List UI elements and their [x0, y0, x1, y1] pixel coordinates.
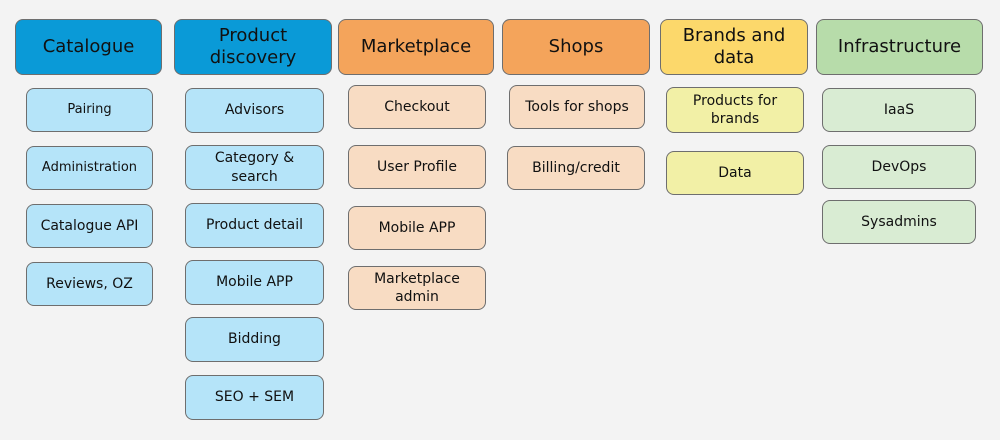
item-devops: DevOps [822, 145, 976, 189]
item-data: Data [666, 151, 804, 195]
item-bidding: Bidding [185, 317, 324, 362]
item-user-profile: User Profile [348, 145, 486, 189]
item-mobile-app-discovery: Mobile APP [185, 260, 324, 305]
column-header-marketplace: Marketplace [338, 19, 494, 75]
column-header-product-discovery: Product discovery [174, 19, 332, 75]
item-catalogue-api: Catalogue API [26, 204, 153, 248]
item-mobile-app-marketplace: Mobile APP [348, 206, 486, 250]
item-seo-sem: SEO + SEM [185, 375, 324, 420]
column-header-infrastructure: Infrastructure [816, 19, 983, 75]
item-iaas: IaaS [822, 88, 976, 132]
item-product-detail: Product detail [185, 203, 324, 248]
item-checkout: Checkout [348, 85, 486, 129]
item-tools-for-shops: Tools for shops [509, 85, 645, 129]
item-administration: Administration [26, 146, 153, 190]
item-advisors: Advisors [185, 88, 324, 133]
item-sysadmins: Sysadmins [822, 200, 976, 244]
item-products-for-brands: Products for brands [666, 87, 804, 133]
item-pairing: Pairing [26, 88, 153, 132]
item-marketplace-admin: Marketplace admin [348, 266, 486, 310]
column-header-shops: Shops [502, 19, 650, 75]
item-billing-credit: Billing/credit [507, 146, 645, 190]
column-header-catalogue: Catalogue [15, 19, 162, 75]
column-header-brands-and-data: Brands and data [660, 19, 808, 75]
item-category-search: Category & search [185, 145, 324, 190]
item-reviews-oz: Reviews, OZ [26, 262, 153, 306]
